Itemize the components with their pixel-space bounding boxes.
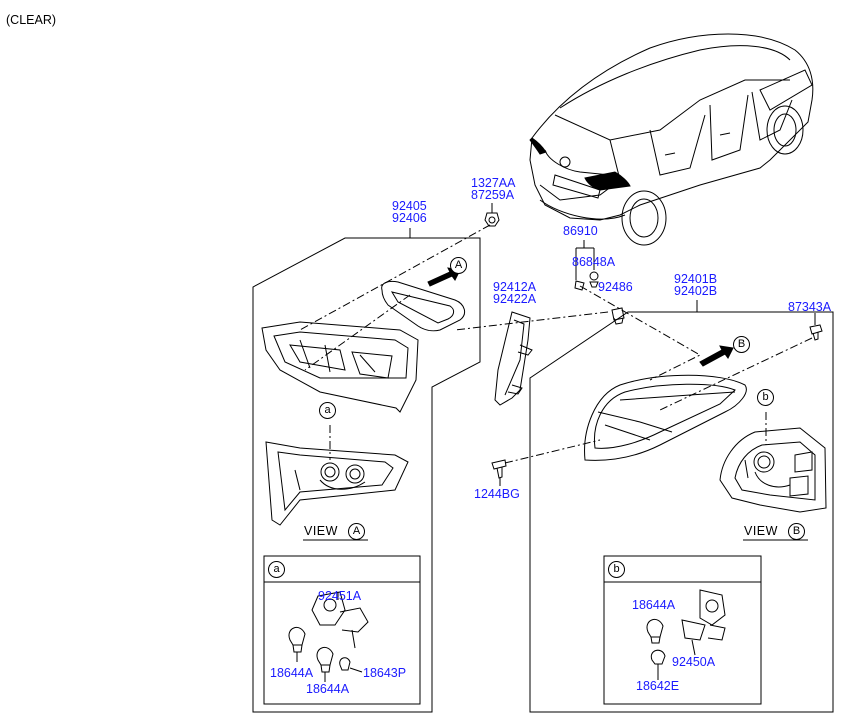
ref-b-circle: b bbox=[757, 389, 774, 406]
bulb-18644a-center bbox=[316, 646, 334, 673]
part-label-18644a-left[interactable]: 18644A bbox=[270, 666, 314, 680]
variant-label: (CLEAR) bbox=[6, 13, 57, 27]
arrow-b-callout: B bbox=[733, 336, 750, 353]
view-b-illustration bbox=[719, 427, 827, 513]
arrow-a-callout: A bbox=[450, 257, 467, 274]
bulb-18644a-left bbox=[288, 626, 306, 653]
part-label-92401b[interactable]: 92401B bbox=[674, 272, 718, 286]
part-label-92405[interactable]: 92405 bbox=[392, 199, 427, 213]
arrow-b-icon bbox=[699, 345, 734, 367]
clip-86910 bbox=[574, 280, 585, 291]
bulb-18644a-right bbox=[646, 618, 664, 644]
part-label-1244bg[interactable]: 1244BG bbox=[474, 487, 520, 501]
part-label-18643p[interactable]: 18643P bbox=[363, 666, 407, 680]
detail-box-a bbox=[263, 555, 421, 705]
part-label-92486[interactable]: 92486 bbox=[598, 280, 633, 294]
screw-87343a bbox=[809, 324, 823, 341]
leader-86910 bbox=[575, 240, 595, 280]
bulb-18642e bbox=[650, 649, 666, 665]
ref-a-circle: a bbox=[319, 402, 336, 419]
box-b-marker: b bbox=[608, 561, 625, 578]
lamp-highlight-right bbox=[584, 171, 631, 191]
part-label-1327aa[interactable]: 1327AA bbox=[471, 176, 516, 190]
part-label-92450a[interactable]: 92450A bbox=[672, 655, 716, 669]
view-a-label: VIEW bbox=[304, 524, 338, 538]
frame-inner-lamp bbox=[252, 237, 481, 713]
socket-92450a bbox=[681, 589, 726, 641]
part-label-18642e[interactable]: 18642E bbox=[636, 679, 680, 693]
lamp-gasket bbox=[381, 280, 466, 332]
part-label-86848a[interactable]: 86848A bbox=[572, 255, 616, 269]
view-b-marker: B bbox=[788, 523, 805, 540]
view-a-illustration bbox=[265, 441, 409, 526]
part-label-86910[interactable]: 86910 bbox=[563, 224, 598, 238]
view-a-marker: A bbox=[348, 523, 365, 540]
frame-outer-lamp bbox=[529, 311, 834, 713]
inner-tail-lamp bbox=[261, 321, 419, 413]
part-label-92422a[interactable]: 92422A bbox=[493, 292, 537, 306]
part-label-92412a[interactable]: 92412A bbox=[493, 280, 537, 294]
lamp-bracket bbox=[494, 311, 533, 406]
cap-92486 bbox=[611, 307, 625, 325]
box-a-marker: a bbox=[268, 561, 285, 578]
view-b-label: VIEW bbox=[744, 524, 778, 538]
socket-92451a bbox=[311, 591, 369, 649]
part-label-92451a[interactable]: 92451A bbox=[318, 589, 362, 603]
part-label-18644a-right[interactable]: 18644A bbox=[632, 598, 676, 612]
grommet-86848a bbox=[589, 271, 599, 288]
vehicle-illustration bbox=[529, 33, 814, 246]
detail-box-b bbox=[603, 555, 762, 705]
part-label-87259a[interactable]: 87259A bbox=[471, 188, 515, 202]
outer-tail-lamp bbox=[584, 374, 747, 461]
screw-1244bg bbox=[491, 459, 507, 479]
part-label-92406[interactable]: 92406 bbox=[392, 211, 427, 225]
bulb-18643p bbox=[339, 657, 351, 671]
part-label-87343a[interactable]: 87343A bbox=[788, 300, 832, 314]
part-label-18644a-center[interactable]: 18644A bbox=[306, 682, 350, 696]
lamp-highlight-left bbox=[529, 137, 547, 155]
part-label-92402b[interactable]: 92402B bbox=[674, 284, 718, 298]
nut-1327aa bbox=[484, 212, 500, 227]
arrow-a-icon bbox=[427, 267, 461, 287]
